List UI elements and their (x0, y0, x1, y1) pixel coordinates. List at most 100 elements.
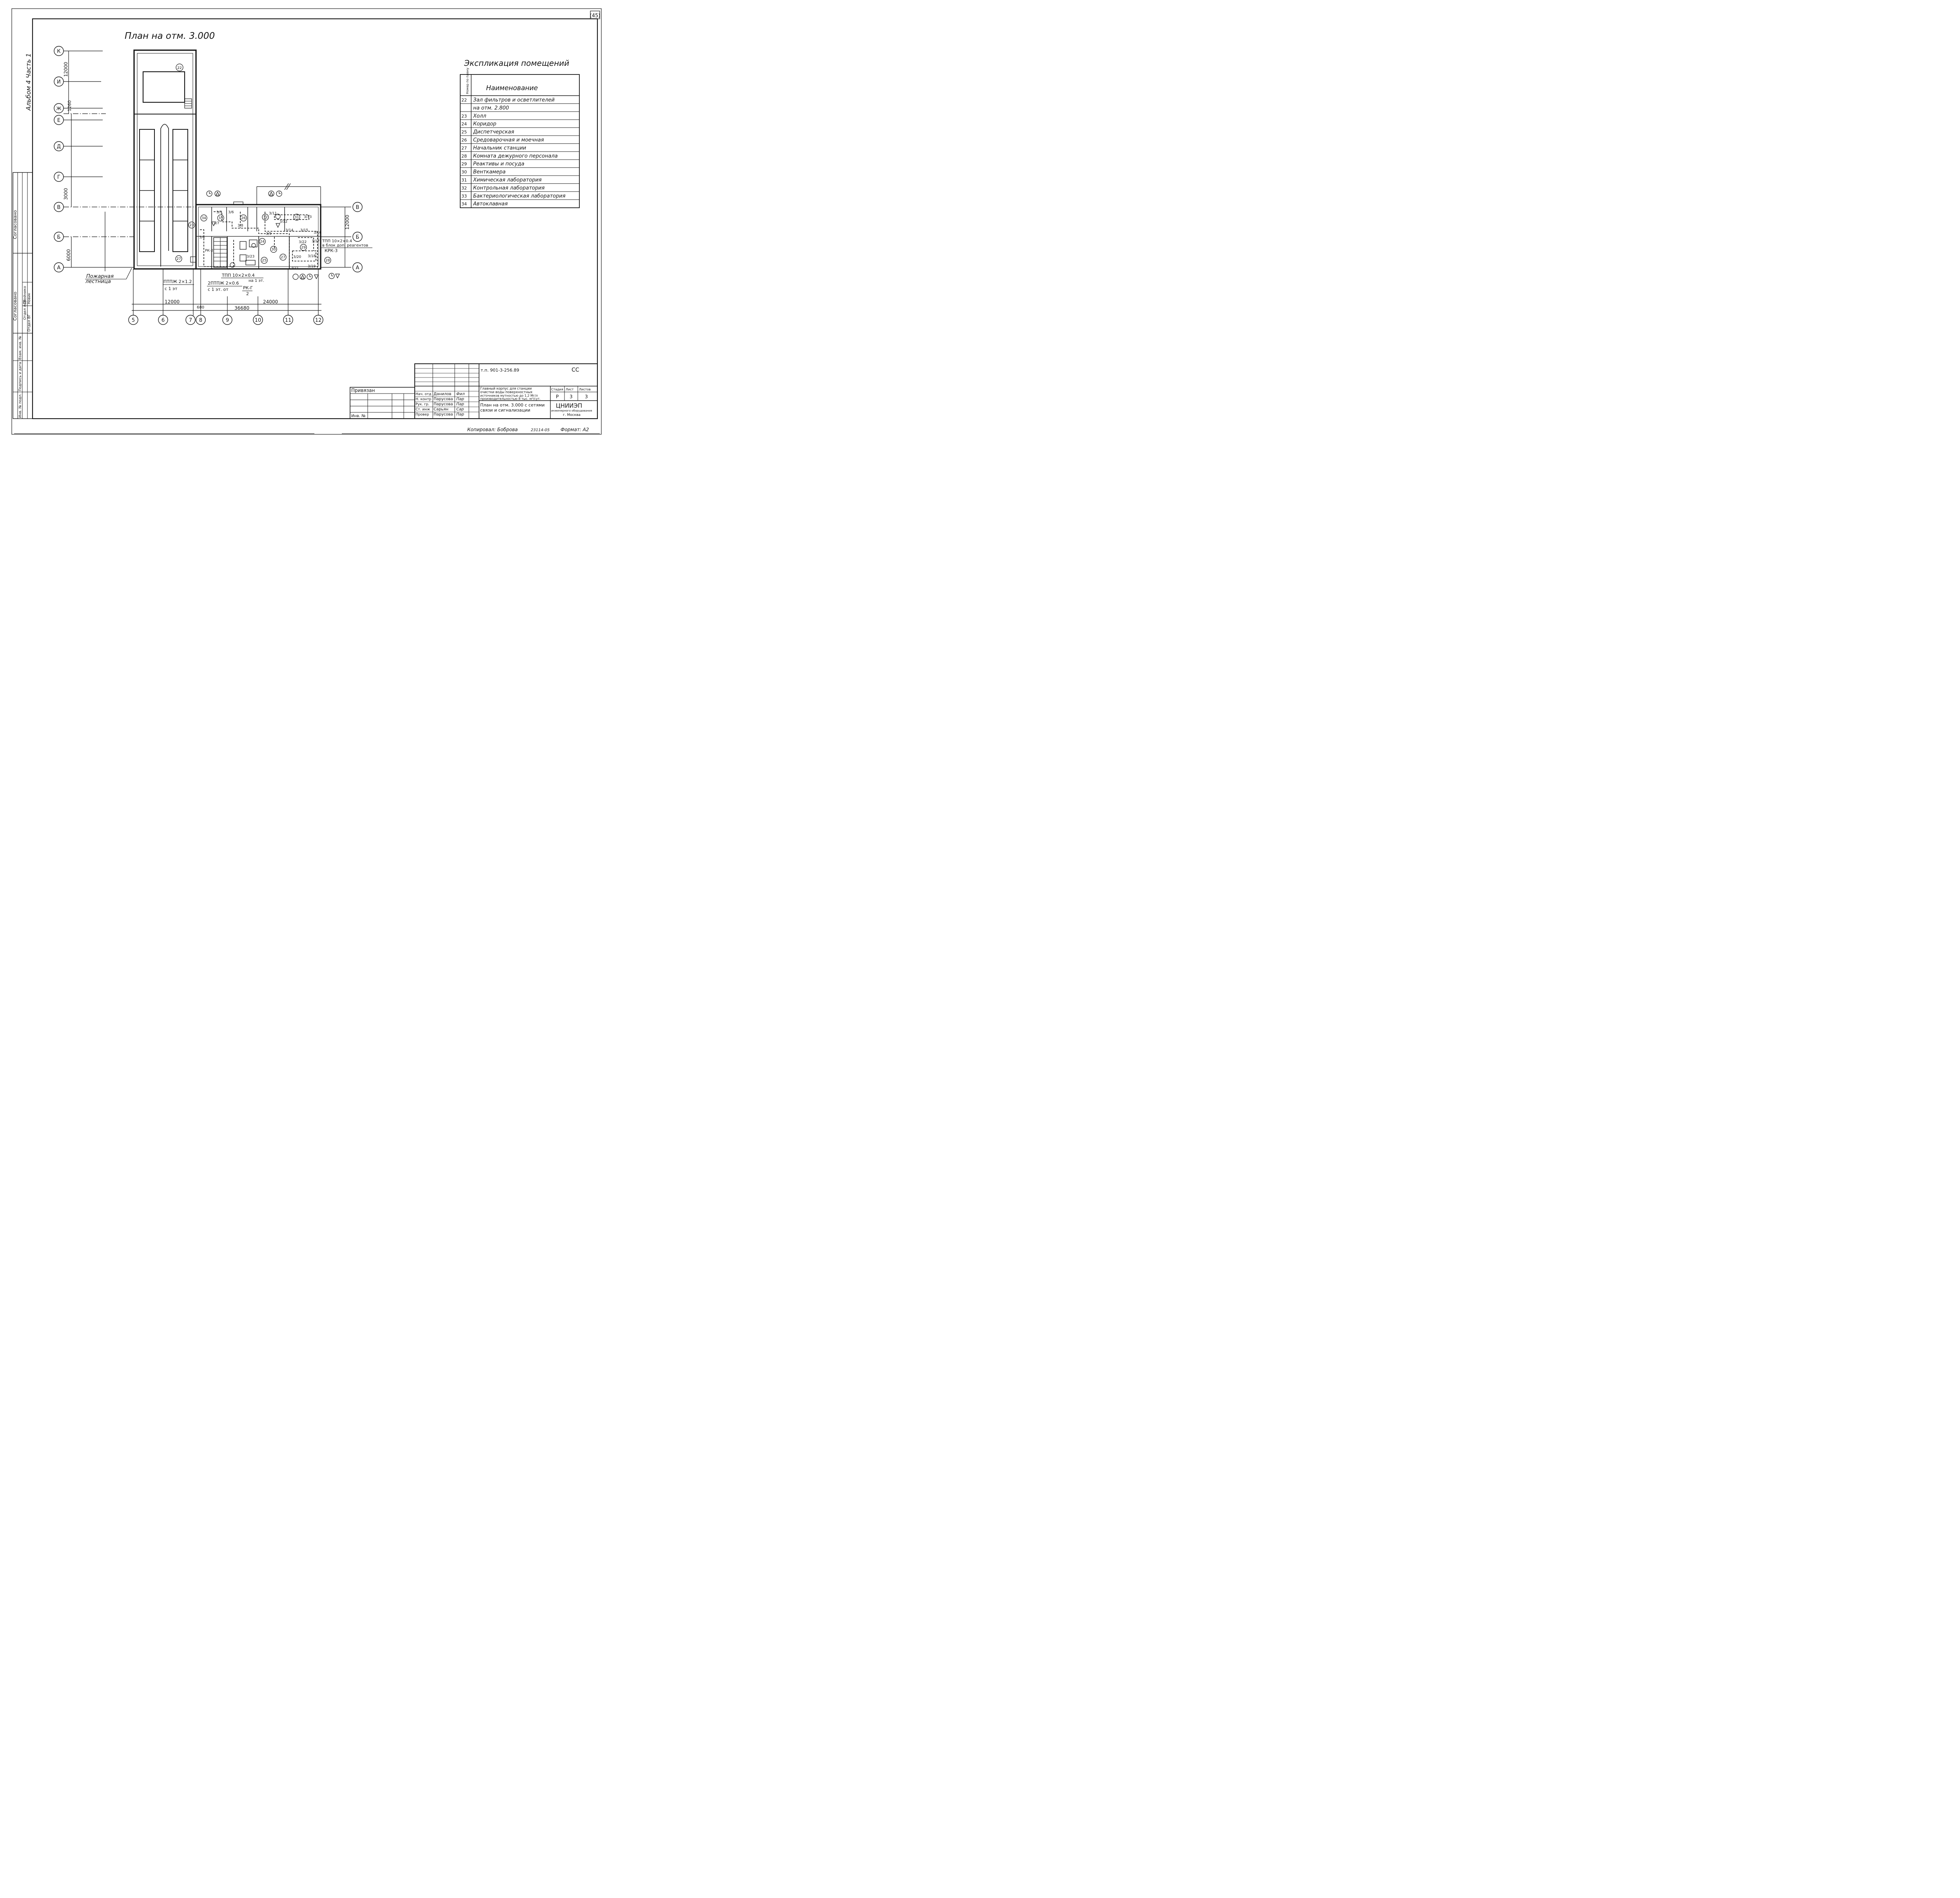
svg-text:10: 10 (255, 318, 261, 323)
svg-text:3/14: 3/14 (285, 229, 293, 232)
svg-text:3/17: 3/17 (312, 240, 319, 243)
staff-role: Н. контр (416, 397, 432, 401)
svg-text:3/7: 3/7 (214, 221, 219, 225)
explication-row-name: Начальник станции (473, 145, 526, 151)
svg-text:12000: 12000 (63, 62, 69, 77)
svg-text:Новик: Новик (27, 293, 31, 304)
svg-text:2: 2 (246, 291, 249, 296)
svg-text:3000: 3000 (63, 188, 69, 200)
copy-code: 23114-05 (531, 428, 550, 432)
svg-text:6: 6 (162, 318, 165, 323)
svg-text:Ж: Ж (56, 106, 62, 111)
svg-text:(45): (45) (590, 13, 601, 19)
staff-role: Рук. гр. (416, 403, 429, 406)
explication-row-number: 27 (461, 145, 467, 151)
svg-text:РК-Г: РК-Г (243, 285, 253, 290)
filter-hall-opening (142, 71, 185, 103)
svg-text:11: 11 (285, 318, 292, 323)
signal-symbols (206, 191, 340, 280)
signal-cables (200, 211, 318, 269)
svg-text:с 1 эт: с 1 эт (165, 286, 178, 291)
svg-text:на 1 эт.: на 1 эт. (249, 279, 264, 283)
staff-role: Нач. отд (416, 392, 431, 396)
svg-text:Инв. №: Инв. № (351, 414, 366, 418)
svg-text:Согласовано: Согласовано (13, 292, 18, 321)
svg-text:производительностью 8 тыс. м³/: производительностью 8 тыс. м³/сут. (480, 397, 541, 401)
tall-wing-inner-wall (137, 53, 193, 266)
svg-text:Листов: Листов (579, 388, 591, 391)
svg-text:3/5: 3/5 (216, 210, 222, 214)
explication-row-number: 32 (461, 185, 467, 191)
svg-text:Стадия: Стадия (551, 388, 563, 391)
svg-text:31: 31 (294, 216, 299, 220)
svg-text:12000: 12000 (345, 215, 350, 230)
svg-text:12: 12 (315, 318, 322, 323)
svg-text:Привязан: Привязан (351, 388, 375, 393)
gallery-channel (160, 124, 169, 267)
svg-text:Согласовано: Согласовано (13, 210, 18, 239)
svg-text:Подпись и дата: Подпись и дата (18, 362, 22, 391)
explication-row-number: 26 (461, 138, 467, 143)
svg-text:3: 3 (570, 394, 573, 399)
svg-text:ТПП 10×2×0.4: ТПП 10×2×0.4 (322, 239, 352, 243)
staff-signature: Пар (456, 402, 464, 406)
svg-text:ТПП 10×2×0.4: ТПП 10×2×0.4 (221, 273, 255, 278)
svg-text:связи и сигнализации: связи и сигнализации (480, 408, 530, 413)
svg-text:А: А (356, 265, 359, 271)
explication-row-name: Контрольная лаборатория (473, 185, 545, 191)
svg-text:Отдел ВГ: Отдел ВГ (27, 314, 31, 332)
svg-text:26: 26 (241, 216, 246, 220)
explication-row-number: 24 (461, 122, 467, 127)
explication-row-name: Бактериологическая лаборатория (473, 193, 566, 199)
sheet-format: Формат: А2 (561, 427, 589, 432)
explication-row-name: Зал фильтров и осветлителей (473, 97, 555, 103)
copied-by: Копировал: Боброва (467, 427, 518, 432)
svg-text:Д: Д (57, 144, 61, 150)
svg-text:Лист: Лист (566, 388, 574, 391)
svg-text:В: В (57, 205, 61, 210)
svg-text:Взам. инв. №: Взам. инв. № (18, 336, 22, 360)
svg-text:Пожарная: Пожарная (86, 274, 114, 279)
axis-bubbles-rows: К И Ж Е Д Г В Б А (54, 46, 64, 272)
svg-text:3/15: 3/15 (300, 229, 308, 232)
svg-text:ПТПЖ 2×1.2: ПТПЖ 2×1.2 (163, 279, 192, 284)
sheet-number-box: (45) (590, 11, 601, 19)
svg-text:3/18: 3/18 (308, 254, 316, 258)
svg-text:22: 22 (177, 66, 181, 70)
explication-row-name: Холл (473, 113, 486, 119)
svg-text:Р: Р (556, 394, 559, 399)
svg-text:КРК-3: КРК-3 (325, 248, 338, 253)
explication-row-number: 33 (461, 194, 467, 199)
plan-title: План на отм. 3.000 (125, 31, 215, 41)
svg-text:23: 23 (189, 223, 194, 227)
svg-text:лестница: лестница (85, 279, 111, 285)
left-stamp-strip: Согласовано Согласовано Отдел АСП Отдел … (13, 172, 33, 419)
svg-text:3/20: 3/20 (293, 255, 301, 259)
svg-text:27: 27 (281, 256, 285, 259)
svg-text:Двойнико: Двойнико (23, 286, 27, 304)
staff-signature: Сар (456, 407, 464, 412)
inner-frame (32, 18, 598, 419)
svg-text:27: 27 (176, 257, 181, 261)
floor-plan (133, 49, 321, 270)
svg-text:инженерного оборудования: инженерного оборудования (551, 409, 592, 412)
svg-text:Е: Е (57, 118, 60, 123)
svg-text:33: 33 (218, 216, 223, 220)
low-wing-wall (195, 204, 321, 270)
cable-annotations: Пожарная лестница ПТПЖ 2×1.2 с 1 эт 2ПТП… (85, 239, 372, 296)
svg-text:Б: Б (356, 234, 359, 240)
staff-role: Ст. инж (416, 408, 430, 412)
explication-row-name: на отм. 2.800 (473, 105, 509, 111)
staff-signature: Пар (456, 412, 464, 417)
staff-name: Данилов (434, 392, 451, 396)
svg-text:А: А (57, 265, 61, 271)
low-wing-inner-wall (198, 207, 319, 267)
svg-text:24000: 24000 (263, 299, 278, 305)
svg-text:3/6: 3/6 (228, 210, 234, 214)
svg-text:Г: Г (57, 174, 60, 180)
staff-signature: Пар (456, 397, 464, 401)
explication-row-name: Венткамера (473, 169, 506, 175)
signal-point-labels: 3/5 3/6 3/7 3/8 3/9 3/11 3/12 3/13 3/14 … (199, 210, 321, 270)
svg-text:И: И (57, 79, 61, 85)
